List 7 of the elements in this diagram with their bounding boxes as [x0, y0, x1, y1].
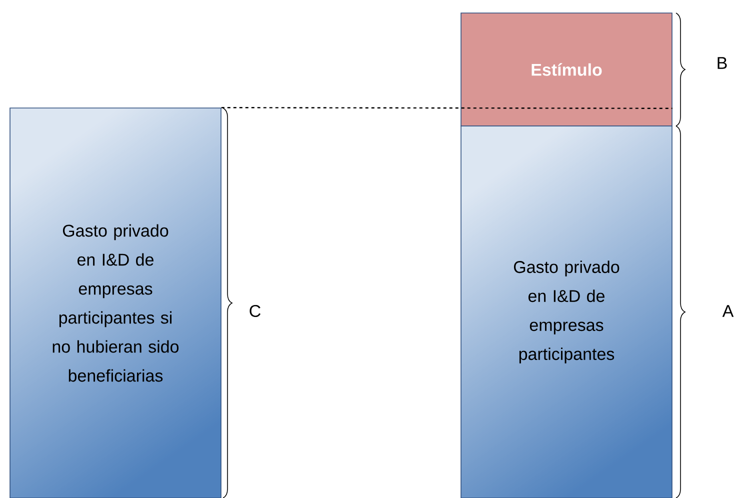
bar-box: Gasto privado en I&D de empresas participantes si no hubieran sido beneficiarias: [10, 108, 222, 498]
stimulus-box: Estímulo: [460, 12, 672, 126]
brace-label: B: [718, 57, 727, 69]
bar-box: Gasto privado en I&D de empresas participantes: [460, 126, 672, 498]
brace-label: C: [250, 304, 260, 318]
reference-line: [221, 107, 672, 109]
brace-label: A: [722, 305, 734, 317]
